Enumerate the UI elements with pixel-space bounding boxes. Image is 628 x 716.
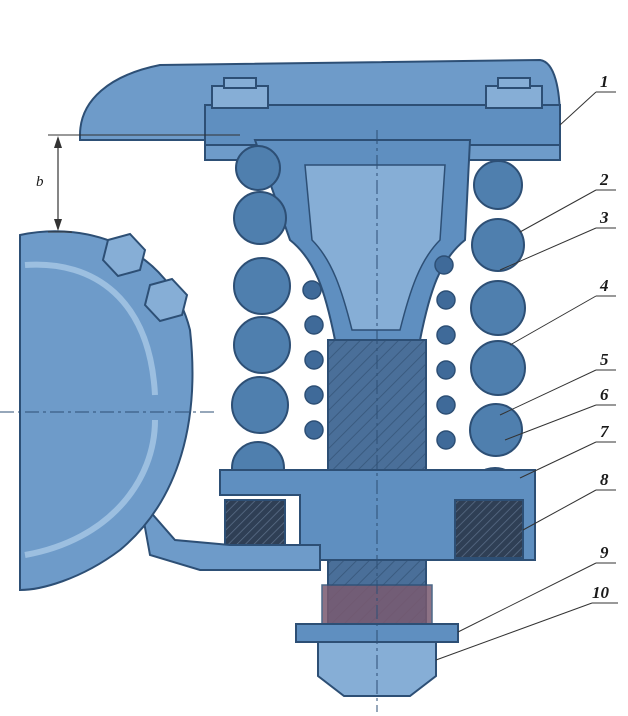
dimension-b-label: b (36, 174, 44, 190)
callout-4: 4 (509, 276, 616, 346)
callout-1: 1 (559, 72, 616, 126)
callout-3: 3 (499, 208, 616, 271)
callout-number: 6 (600, 385, 609, 404)
callout-5: 5 (499, 350, 616, 416)
bracket-slot-upper (24, 261, 158, 396)
callout-leader (457, 562, 597, 633)
callout-number: 5 (600, 350, 609, 369)
callout-leader (499, 227, 597, 271)
callout-leader (504, 404, 597, 441)
callout-leader (559, 91, 597, 126)
callout-number: 4 (599, 276, 609, 295)
callout-number: 3 (599, 208, 609, 227)
callout-8: 8 (522, 470, 616, 531)
inner-spring-coils (302, 255, 456, 450)
callout-leader (435, 602, 593, 661)
callout-leader (519, 441, 597, 479)
callout-number: 1 (600, 72, 609, 91)
top-bolt-right (485, 77, 543, 109)
callout-leader (522, 489, 597, 531)
lower-arm (138, 496, 321, 571)
callout-2: 2 (519, 170, 616, 233)
bracket-bolt-upper (101, 232, 147, 278)
callout-10: 10 (435, 583, 618, 661)
callouts: 1 2 3 4 5 6 7 8 9 10 (435, 72, 618, 661)
callout-number: 2 (599, 170, 609, 189)
spring-coils-right (469, 160, 526, 505)
callout-number: 9 (600, 543, 609, 562)
callout-number: 8 (600, 470, 609, 489)
callout-leader (519, 189, 597, 233)
callout-9: 9 (457, 543, 616, 633)
callout-leader (509, 295, 597, 346)
callout-number: 10 (592, 583, 610, 602)
callout-leader (499, 369, 597, 416)
cup-inner (304, 164, 446, 331)
bracket-bolt-lower (143, 277, 189, 323)
bracket-slot-lower (24, 419, 158, 558)
rubber-pad-right (454, 499, 524, 559)
callout-6: 6 (504, 385, 616, 441)
top-bolt-left (211, 77, 269, 109)
callout-number: 7 (600, 422, 610, 441)
dimension-b: b (36, 134, 240, 233)
callout-7: 7 (519, 422, 616, 479)
